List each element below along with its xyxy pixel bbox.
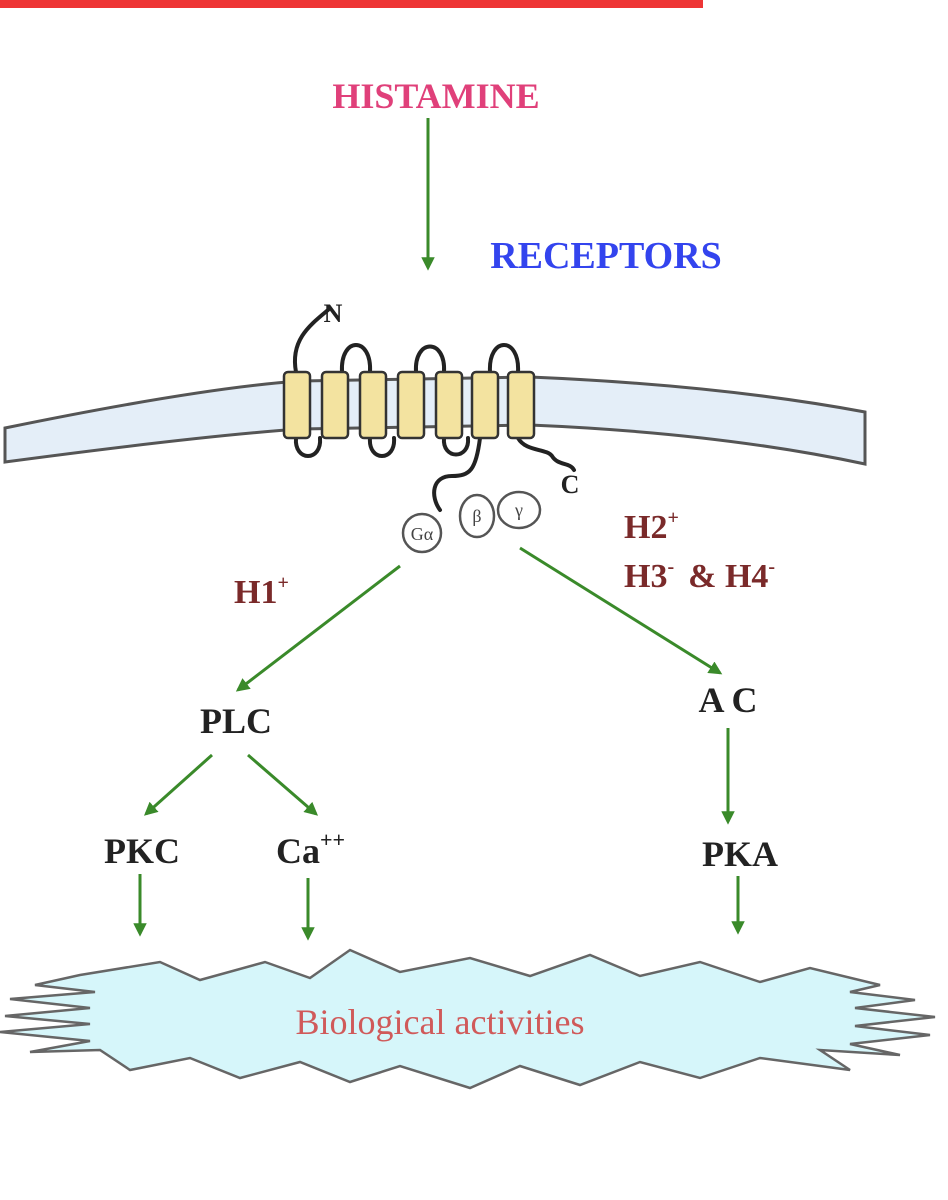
g-protein: Gα β γ xyxy=(401,490,542,554)
histamine-label: HISTAMINE xyxy=(332,76,539,116)
g-alpha-label: Gα xyxy=(411,524,434,544)
biological-activities-label: Biological activities xyxy=(296,1002,585,1042)
h1-label: H1+ xyxy=(234,572,289,611)
receptors-label: RECEPTORS xyxy=(490,235,722,277)
receptor-helices xyxy=(282,370,536,440)
arrow-plc-to-ca xyxy=(247,753,319,816)
g-beta-subunit xyxy=(458,493,496,539)
c-terminus-label: C xyxy=(561,470,580,499)
biological-activities-burst xyxy=(0,948,936,1090)
h3-h4-label: H3-& H4- xyxy=(624,556,775,595)
arrow-gprotein-to-ac xyxy=(519,546,723,675)
g-gamma-label: γ xyxy=(514,500,523,520)
receptor-loops xyxy=(292,308,576,512)
top-bar xyxy=(0,0,703,8)
pka-label: PKA xyxy=(702,834,778,874)
ac-label: A C xyxy=(698,680,757,720)
plc-label: PLC xyxy=(200,701,272,741)
g-beta-label: β xyxy=(472,506,481,526)
h2-label: H2+ xyxy=(624,507,679,546)
g-alpha-subunit xyxy=(401,512,443,554)
ca-label: Ca++ xyxy=(276,827,345,871)
arrow-gprotein-to-plc xyxy=(235,564,401,692)
pkc-label: PKC xyxy=(104,831,180,871)
arrow-plc-to-pkc xyxy=(143,753,213,816)
g-gamma-subunit xyxy=(496,490,542,530)
n-terminus-label: N xyxy=(324,299,343,328)
